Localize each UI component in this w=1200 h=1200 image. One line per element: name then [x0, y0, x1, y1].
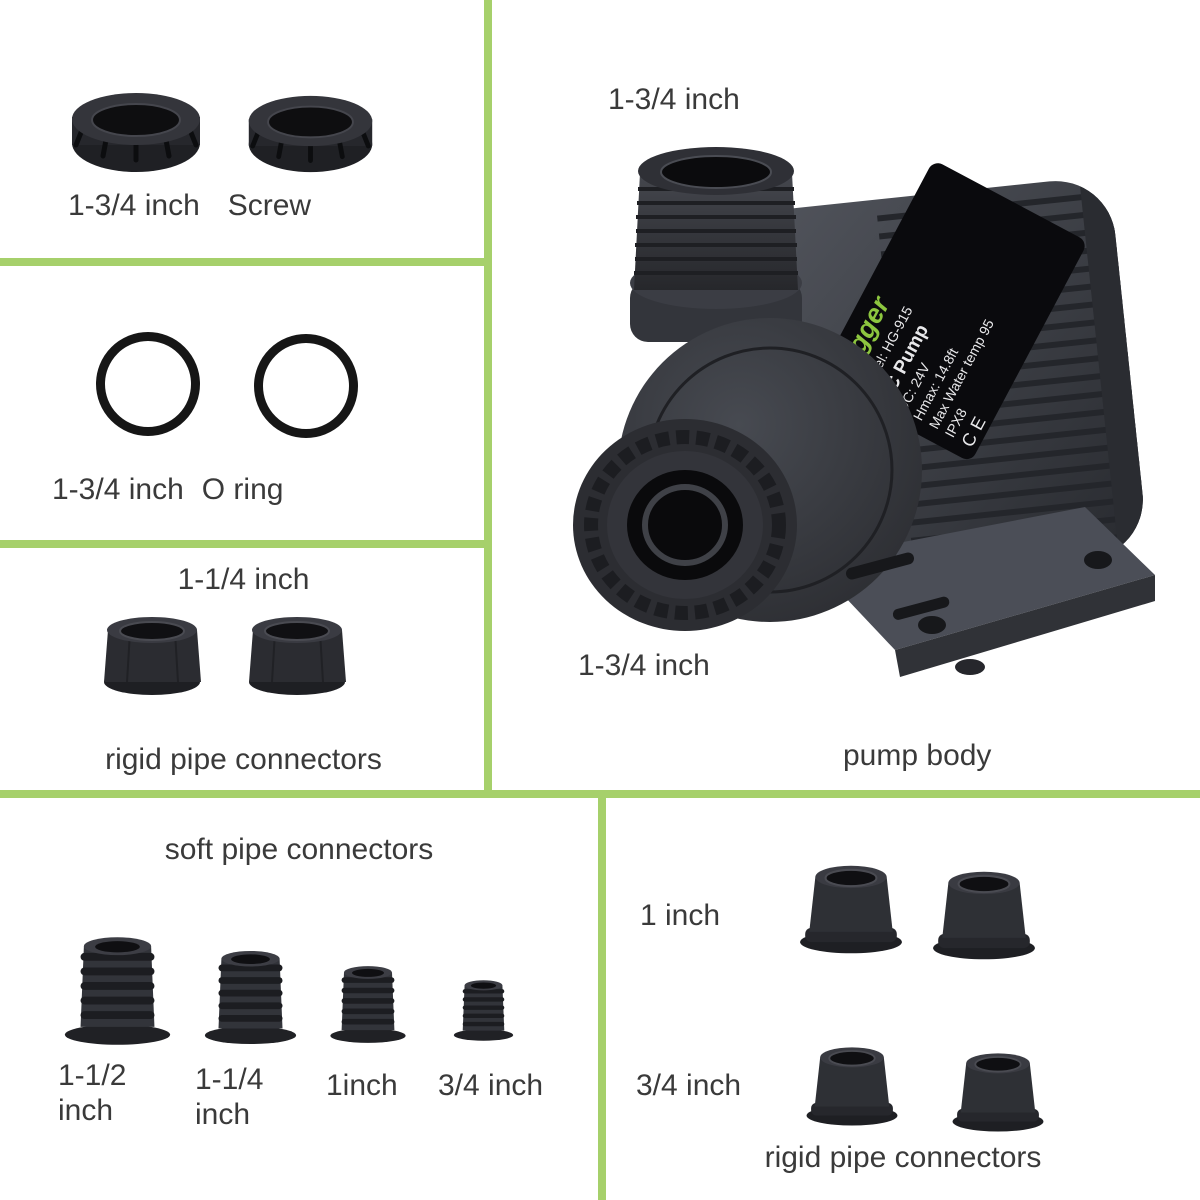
soft-connector-image — [453, 980, 514, 1041]
soft-connector-image — [64, 937, 171, 1045]
o-ring-size-text: 1-3/4 inch — [52, 473, 184, 506]
soft-size-label-2: 1-1/4 inch — [195, 1063, 264, 1132]
soft-size-label-3: 1inch — [326, 1069, 398, 1102]
o-ring-label: 1-3/4 inch O ring — [52, 472, 283, 507]
pump-inlet-size-label: 1-3/4 inch — [608, 83, 740, 116]
rigid-left-caption: rigid pipe connectors — [105, 743, 382, 776]
o-ring-image — [96, 332, 200, 436]
pump-caption: pump body — [843, 739, 992, 772]
rigid-connector-image — [952, 1053, 1044, 1132]
grid-divider-horizontal-1 — [0, 258, 484, 266]
rigid-left-size-label: 1-1/4 inch — [177, 563, 310, 596]
soft-connectors-title: soft pipe connectors — [164, 833, 434, 866]
screw-nut-image — [72, 93, 200, 172]
rigid-connector-image — [806, 1047, 898, 1126]
screw-size-text: 1-3/4 inch — [68, 189, 200, 222]
rigid-connector-image — [933, 871, 1035, 960]
rigid-right-caption: rigid pipe connectors — [764, 1141, 1042, 1174]
screw-name-text: Screw — [227, 189, 312, 222]
pump-body-image: hygger Model: HG-915 DC Pump DC: 24V Hma… — [573, 147, 1155, 677]
grid-divider-horizontal-3 — [0, 790, 1200, 798]
grid-divider-vertical-top — [484, 0, 492, 794]
rigid-connector-image — [800, 865, 902, 954]
grid-divider-vertical-bottom — [598, 798, 606, 1200]
o-ring-image — [254, 334, 358, 438]
soft-connector-image — [330, 966, 406, 1043]
pump-outlet-size-label: 1-3/4 inch — [578, 649, 710, 682]
o-ring-name-text: O ring — [201, 473, 284, 506]
rigid-right-row1-label: 1 inch — [640, 899, 721, 932]
screw-nut-image — [248, 95, 373, 173]
screw-label: 1-3/4 inch Screw — [68, 188, 311, 223]
soft-size-label-1: 1-1/2 inch — [58, 1059, 127, 1128]
soft-connector-image — [204, 950, 297, 1045]
soft-size-label-4: 3/4 inch — [438, 1069, 544, 1102]
grid-divider-horizontal-2 — [0, 540, 484, 548]
rigid-connector-image — [104, 617, 201, 695]
rigid-right-row2-label: 3/4 inch — [636, 1069, 742, 1102]
rigid-connector-image — [249, 617, 346, 695]
